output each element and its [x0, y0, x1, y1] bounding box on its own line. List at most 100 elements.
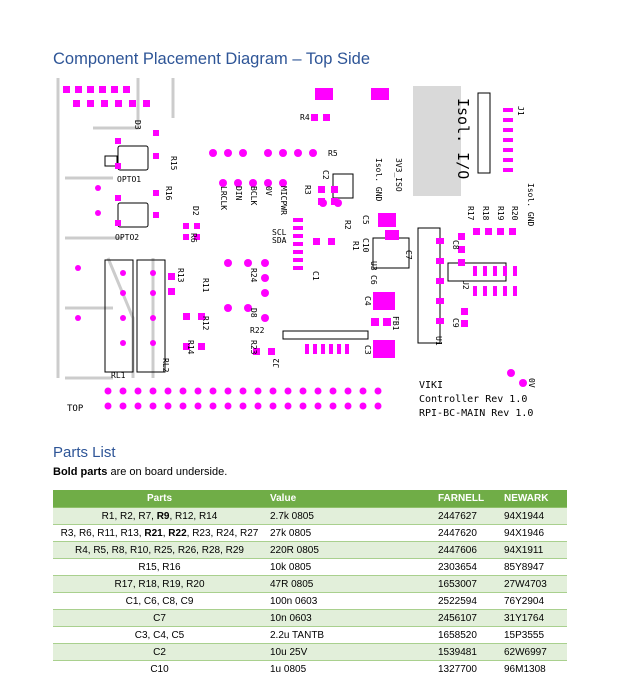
parts-table: Parts Value FARNELL NEWARK R1, R2, R7, R… [53, 490, 567, 677]
label-isol-gnd: Isol. GND [526, 183, 535, 227]
label-bclk: BCLK [249, 186, 258, 205]
cell-farnell: 2303654 [434, 558, 500, 576]
cell-parts: C2 [53, 643, 266, 661]
cell-newark: 85Y8947 [500, 558, 567, 576]
label-r6: R6 [189, 233, 198, 243]
label-0v: 0V [264, 186, 273, 196]
cell-parts: C10 [53, 660, 266, 677]
label-c5: C5 [361, 215, 370, 225]
cell-newark: 62W6997 [500, 643, 567, 661]
label-u2: U2 [461, 280, 470, 290]
label-u3: U3 [369, 261, 378, 271]
label-rl2: RL2 [161, 358, 170, 373]
header-parts: Parts [53, 490, 266, 508]
label-r5: R5 [328, 149, 338, 158]
label-din: DIN [234, 186, 243, 201]
cell-value: 220R 0805 [266, 541, 434, 559]
label-r11: R11 [201, 278, 210, 293]
cell-newark: 94X1946 [500, 524, 567, 542]
parts-list-heading: Parts List [53, 444, 116, 461]
label-top: TOP [67, 404, 84, 414]
label-c1: C1 [311, 271, 320, 281]
label-controller: Controller Rev 1.0 [419, 394, 527, 405]
cell-farnell: 2447620 [434, 524, 500, 542]
label-r14: R14 [186, 340, 195, 355]
cell-parts: C3, C4, C5 [53, 626, 266, 644]
label-d8: D8 [249, 308, 258, 318]
cell-parts: C1, C6, C8, C9 [53, 592, 266, 610]
cell-value: 27k 0805 [266, 524, 434, 542]
cell-value: 100n 0603 [266, 592, 434, 610]
label-c9: C9 [451, 318, 460, 328]
placement-diagram: Isol. I/O J1 Isol. GND R20 R19 R18 R17 C… [53, 78, 567, 418]
label-ov: 0V [527, 378, 536, 388]
page-heading: Component Placement Diagram – Top Side [53, 50, 371, 68]
label-c4: C4 [363, 296, 372, 306]
isolation-area [413, 86, 461, 196]
cell-newark: 31Y1764 [500, 609, 567, 627]
header-newark: NEWARK [500, 490, 567, 508]
cell-value: 2.7k 0805 [266, 507, 434, 525]
label-scl: SCL [272, 228, 287, 237]
parts-note-rest: are on board underside. [107, 466, 228, 478]
label-sda: SDA [272, 236, 287, 245]
cell-farnell: 1658520 [434, 626, 500, 644]
label-d3: D3 [133, 120, 142, 130]
cell-farnell: 2447606 [434, 541, 500, 559]
header-pads [104, 387, 382, 410]
cell-parts: R1, R2, R7, R9, R12, R14 [53, 507, 266, 525]
label-j2: J2 [272, 358, 281, 368]
cell-value: 47R 0805 [266, 575, 434, 593]
label-r19: R19 [496, 206, 505, 221]
label-board: RPI-BC-MAIN Rev 1.0 [419, 408, 533, 418]
parts-note: Bold parts are on board underside. [53, 466, 227, 478]
cell-newark: 27W4703 [500, 575, 567, 593]
label-r15: R15 [169, 156, 178, 171]
cell-farnell: 1327700 [434, 660, 500, 677]
label-r22: R22 [250, 326, 265, 335]
label-r17: R17 [466, 206, 475, 221]
label-r20: R20 [510, 206, 519, 221]
label-c3: C3 [363, 345, 372, 355]
header-farnell: FARNELL [434, 490, 500, 508]
header-value: Value [266, 490, 434, 508]
label-j1: J1 [516, 106, 525, 116]
cell-farnell: 2522594 [434, 592, 500, 610]
cell-parts: R17, R18, R19, R20 [53, 575, 266, 593]
label-r3: R3 [303, 185, 312, 195]
label-r4: R4 [300, 113, 310, 122]
label-r24: R24 [249, 268, 258, 283]
parts-table-header: Parts Value FARNELL NEWARK [53, 490, 567, 508]
label-r2: R2 [343, 220, 352, 230]
cell-parts: C7 [53, 609, 266, 627]
cell-value: 10n 0603 [266, 609, 434, 627]
label-isol-io: Isol. I/O [454, 98, 472, 179]
label-u1: U1 [434, 336, 443, 346]
parts-note-bold: Bold parts [53, 466, 108, 478]
label-opto1: OPTO1 [117, 175, 141, 184]
label-d2: D2 [191, 206, 200, 216]
label-r18: R18 [481, 206, 490, 221]
label-c7: C7 [404, 250, 413, 260]
label-r1: R1 [351, 241, 360, 251]
label-micpwr: MICPWR [279, 186, 288, 215]
cell-parts: R4, R5, R8, R10, R25, R26, R28, R29 [53, 541, 266, 559]
cell-value: 10u 25V [266, 643, 434, 661]
label-c6: C6 [369, 275, 378, 285]
cell-parts: R3, R6, R11, R13, R21, R22, R23, R24, R2… [53, 524, 266, 542]
table-row: R3, R6, R11, R13, R21, R22, R23, R24, R2… [53, 524, 567, 542]
cell-value: 10k 0805 [266, 558, 434, 576]
label-lrclk: LRCLK [219, 186, 228, 210]
cell-value: 2.2u TANTB [266, 626, 434, 644]
label-fb1: FB1 [391, 316, 400, 331]
cell-newark: 96M1308 [500, 660, 567, 677]
